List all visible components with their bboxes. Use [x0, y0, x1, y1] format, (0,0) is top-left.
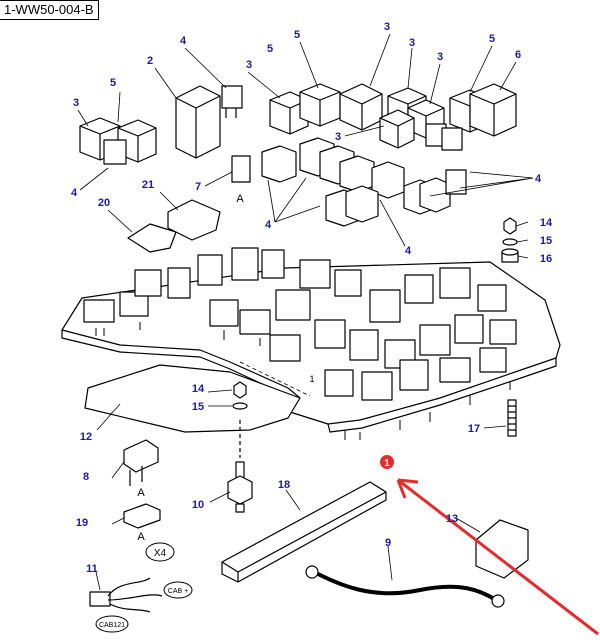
callout-21: 21: [142, 179, 154, 191]
svg-text:CAB +: CAB +: [168, 588, 188, 595]
harness: [89, 577, 163, 613]
callout-14: 14: [192, 383, 205, 395]
callout-3: 3: [409, 37, 415, 49]
callout-2: 2: [147, 55, 153, 67]
view-label-a: A: [137, 531, 145, 543]
callout-3: 3: [335, 131, 341, 143]
stud: [507, 399, 517, 437]
callout-4: 4: [265, 219, 272, 231]
callout-5: 5: [110, 77, 116, 89]
svg-text:X4: X4: [154, 548, 167, 559]
ground-strap: [313, 570, 498, 602]
callout-15: 15: [192, 401, 204, 413]
view-label-a: A: [137, 487, 145, 499]
callout-8: 8: [83, 471, 89, 483]
axis-label: 1: [309, 374, 314, 384]
standoff: [227, 461, 253, 513]
callout-14: 14: [540, 217, 553, 229]
callout-3: 3: [384, 21, 390, 33]
highlight-dot-label: 1: [384, 458, 390, 469]
callout-15: 15: [540, 235, 552, 247]
fuse-board: [61, 261, 561, 433]
board-components: [83, 247, 517, 401]
callout-7: 7: [195, 181, 201, 193]
view-label-a: A: [236, 193, 244, 205]
cab121-tag: CAB121: [95, 615, 129, 633]
tray-plate: [84, 364, 301, 433]
callout-4: 4: [71, 187, 78, 199]
callout-6: 6: [515, 49, 521, 61]
foam-bar: [221, 481, 387, 583]
callout-3: 3: [437, 51, 443, 63]
callout-10: 10: [192, 499, 204, 511]
cab-plus-tag: CAB +: [163, 581, 193, 599]
callout-5: 5: [294, 29, 300, 41]
relay-group: [79, 83, 517, 253]
part-reference-label: 1-WW50-004-B: [0, 0, 99, 20]
callout-9: 9: [385, 537, 391, 549]
callout-4: 4: [405, 245, 412, 257]
callout-5: 5: [267, 43, 273, 55]
callout-17: 17: [468, 423, 480, 435]
highlight-dot: [380, 455, 394, 469]
callout-12: 12: [80, 431, 92, 443]
highlight-arrow: [396, 478, 599, 636]
callout-13: 13: [446, 513, 458, 525]
callout-5: 5: [489, 33, 495, 45]
leader-lines: [77, 33, 534, 591]
fuse-parts: [123, 439, 161, 529]
callout-4: 4: [535, 173, 542, 185]
hardware-left: [232, 381, 248, 410]
callout-4: 4: [180, 35, 187, 47]
board-pins: [95, 322, 511, 440]
callout-20: 20: [98, 197, 110, 209]
callout-3: 3: [73, 97, 79, 109]
hardware-stack: [501, 217, 519, 263]
callout-3: 3: [246, 59, 252, 71]
callout-16: 16: [540, 253, 552, 265]
svg-text:CAB121: CAB121: [99, 622, 125, 629]
callout-18: 18: [278, 479, 290, 491]
callout-11: 11: [86, 563, 98, 575]
bracket-part: [475, 519, 529, 579]
callout-19: 19: [76, 517, 88, 529]
x4-tag: X4: [145, 542, 175, 562]
